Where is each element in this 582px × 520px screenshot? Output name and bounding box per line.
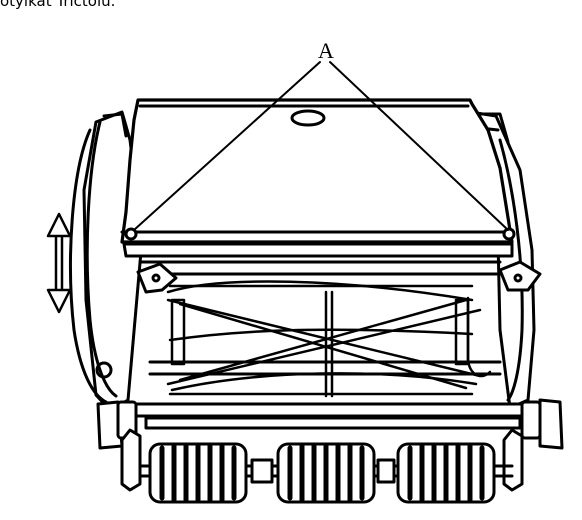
cropped-caption-text: otylkat Trictolu. [0,0,116,10]
roller-ribs [159,443,485,503]
height-adjust-lever-left [136,262,178,294]
catcher-bolt-left [124,227,138,241]
callout-label-a: A [318,38,334,63]
catcher-bolt-right [502,227,516,241]
height-adjust-lever-right [498,260,542,292]
up-down-arrow-icon [46,212,72,314]
grass-catcher [120,98,516,258]
callout-leader-lines [133,61,509,231]
reel-cylinder [166,280,492,398]
catcher-hole [290,109,326,127]
right-knob [520,398,564,450]
right-side-plate [468,110,536,410]
left-knob [96,400,138,450]
